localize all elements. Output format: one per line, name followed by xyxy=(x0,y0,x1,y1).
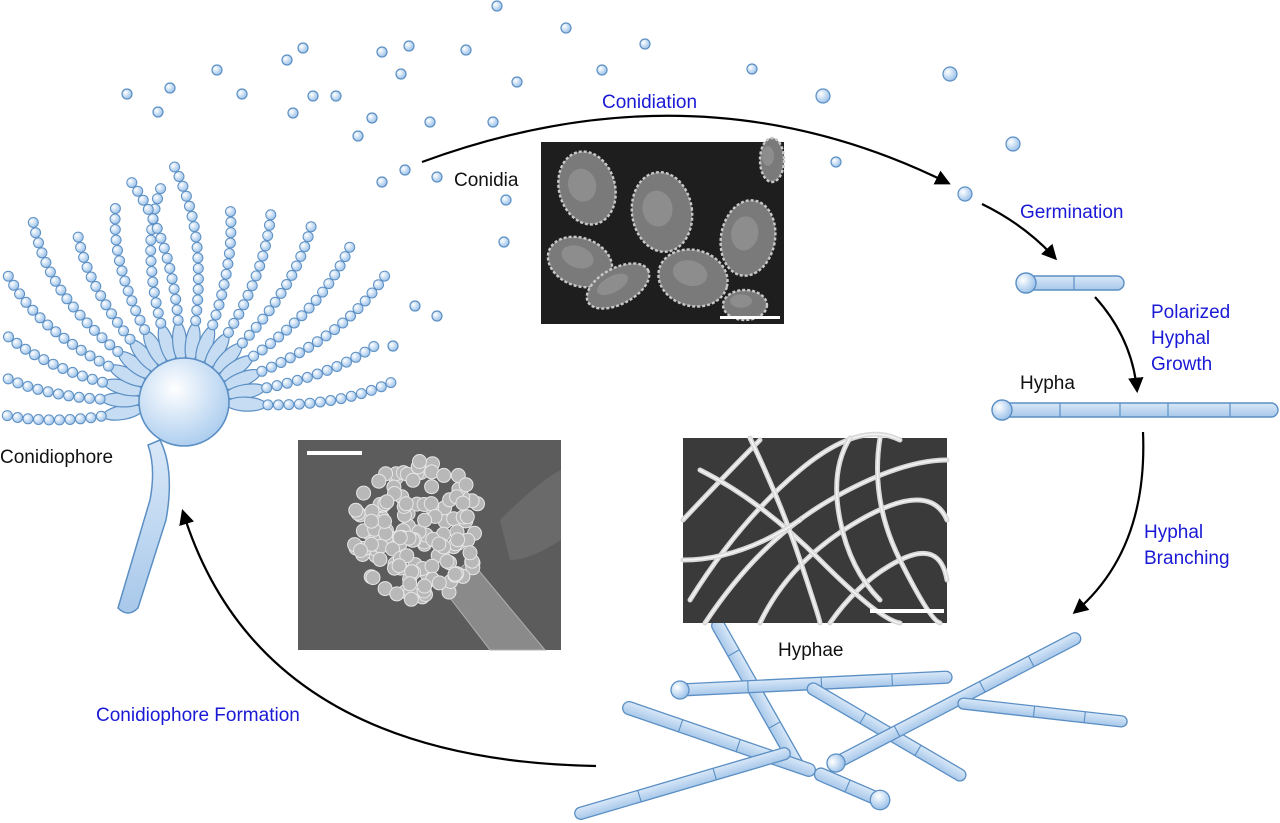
structure-label-conidia: Conidia xyxy=(454,170,519,191)
hyphae-micrograph xyxy=(680,431,950,626)
scale-bar xyxy=(307,451,362,455)
scattered-conidia xyxy=(121,0,1021,352)
phialides xyxy=(101,321,267,421)
conidia-chains xyxy=(1,161,397,426)
conidiation-arrow xyxy=(421,114,951,185)
stage-label-conidiophore-formation: Conidiophore Formation xyxy=(96,705,300,726)
germination-arrow xyxy=(981,203,1058,261)
scale-bar xyxy=(870,609,944,613)
conidiophore-vesicle xyxy=(138,357,230,447)
cycle-arrows xyxy=(179,114,1145,768)
stage-label-conidiation: Conidiation xyxy=(602,92,697,113)
conidia-micrograph xyxy=(541,136,786,324)
stage-label-polarized-growth: Polarized Hyphal Growth xyxy=(1151,302,1236,375)
polarized-growth-arrow xyxy=(1094,296,1144,394)
structure-label-hyphae: Hyphae xyxy=(778,640,844,661)
hypha-illustration xyxy=(991,399,1279,421)
scale-bar xyxy=(720,316,780,319)
hyphal-branching-arrow xyxy=(1072,431,1145,614)
stage-label-hyphal-branching: Hyphal Branching xyxy=(1144,522,1230,569)
conidiophore-micrograph xyxy=(298,440,561,651)
germling-illustration xyxy=(1015,272,1125,294)
structure-label-conidiophore: Conidiophore xyxy=(0,447,113,468)
stage-label-germination: Germination xyxy=(1020,202,1124,223)
conidiophore-illustration xyxy=(1,161,397,614)
conidiophore-stalk xyxy=(117,439,171,614)
structure-label-hypha: Hypha xyxy=(1020,373,1075,394)
conidiophore-formation-arrow xyxy=(179,509,597,768)
hyphae-network-illustration xyxy=(574,618,1128,820)
